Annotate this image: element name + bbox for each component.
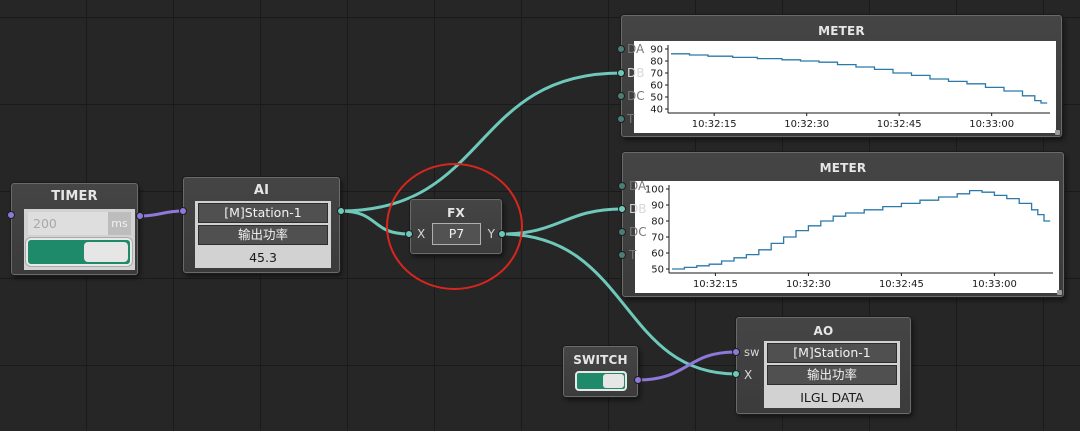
ao-param-field[interactable]: 输出功率 — [767, 365, 897, 385]
wire-switch-ao[interactable] — [635, 350, 738, 382]
meter1-port-t[interactable] — [617, 115, 625, 123]
fx-highlight-circle — [386, 163, 523, 290]
meter2-title: METER — [819, 161, 867, 175]
timer-title: TIMER — [51, 189, 98, 204]
meter1-port-db[interactable] — [617, 69, 625, 77]
meter2-port-t[interactable] — [618, 251, 626, 259]
chart-y-tick-label: 90 — [650, 45, 663, 56]
chart-y-tick-label: 60 — [651, 249, 664, 260]
chart-x-tick-label: 10:32:30 — [784, 119, 829, 130]
chart-y-tick-label: 60 — [650, 81, 663, 92]
chart-y-tick-label: 40 — [650, 105, 663, 116]
timer-output-port[interactable] — [136, 212, 144, 220]
chart-y-tick-label: 70 — [651, 233, 664, 244]
meter1-label-dc: DC — [627, 89, 645, 103]
meter1-port-da[interactable] — [617, 45, 625, 53]
chart-x-tick-label: 10:32:15 — [692, 119, 737, 130]
meter2-port-da[interactable] — [618, 182, 626, 190]
ai-value: 45.3 — [249, 250, 277, 265]
chart-y-tick-label: 90 — [651, 201, 664, 212]
chart-x-tick-label: 10:33:00 — [969, 119, 1014, 130]
ao-x-port[interactable] — [732, 370, 740, 378]
meter2-label-db: DB — [629, 202, 647, 216]
timer-node[interactable]: TIMER 200 ms — [11, 183, 138, 275]
ao-title: AO — [813, 324, 834, 338]
chart-x-tick-label: 10:32:15 — [693, 279, 738, 290]
meter1-label-t: T — [627, 112, 635, 126]
switch-toggle-knob — [603, 374, 624, 388]
chart-y-tick-label: 70 — [650, 69, 663, 80]
meter1-label-db: DB — [627, 66, 645, 80]
ai-title: AI — [253, 183, 270, 198]
meter1-label-da: DA — [627, 42, 645, 56]
wire-fx-ao[interactable] — [500, 232, 738, 376]
meter1-resize-handle[interactable] — [1055, 130, 1060, 135]
meter2-label-da: DA — [629, 179, 647, 193]
ao-sw-label: sw — [744, 345, 760, 359]
chart-x-tick-label: 10:33:00 — [972, 279, 1017, 290]
ai-node[interactable]: AI [M]Station-1 输出功率 45.3 — [183, 177, 340, 273]
timer-toggle-knob — [84, 242, 128, 262]
chart-x-tick-label: 10:32:45 — [879, 279, 924, 290]
meter1-title: METER — [818, 24, 865, 38]
chart-x-tick-label: 10:32:45 — [877, 119, 922, 130]
ao-node[interactable]: AO [M]Station-1 输出功率 ILGL DATA sw X — [736, 317, 911, 414]
ao-value: ILGL DATA — [800, 390, 864, 405]
ai-panel: [M]Station-1 输出功率 45.3 — [195, 201, 331, 268]
ai-param-field[interactable]: 输出功率 — [198, 225, 328, 245]
switch-output-port[interactable] — [634, 376, 642, 384]
meter1-port-dc[interactable] — [617, 92, 625, 100]
chart-y-tick-label: 80 — [651, 217, 664, 228]
timer-unit-label: ms — [108, 212, 131, 235]
switch-toggle[interactable] — [575, 371, 627, 391]
meter2-node[interactable]: METER 100 90 80 70 60 50 10:32:15 10:32:30 10:32… — [622, 152, 1064, 297]
meter2-label-t: T — [629, 248, 637, 262]
chart-y-tick-label: 80 — [650, 57, 663, 68]
ai-station-field[interactable]: [M]Station-1 — [198, 203, 328, 223]
chart-y-tick-label: 50 — [651, 265, 664, 276]
ai-input-port[interactable] — [179, 207, 187, 215]
chart-x-tick-label: 10:32:30 — [786, 279, 831, 290]
meter2-port-dc[interactable] — [618, 228, 626, 236]
meter2-resize-handle[interactable] — [1057, 290, 1062, 295]
timer-interval-value: 200 — [33, 216, 57, 231]
timer-interval-input[interactable]: 200 ms — [28, 212, 131, 235]
chart-plot-area — [635, 181, 1059, 293]
timer-panel: 200 ms — [24, 209, 135, 270]
timer-input-port[interactable] — [7, 211, 15, 219]
switch-title: SWITCH — [573, 353, 628, 367]
chart-y-tick-label: 50 — [650, 93, 663, 104]
ao-x-label: X — [744, 368, 753, 382]
meter2-port-db[interactable] — [618, 205, 626, 213]
timer-toggle[interactable] — [26, 238, 132, 266]
chart-series-line — [671, 53, 1048, 104]
wire-timer-ai[interactable] — [138, 209, 185, 218]
ao-sw-port[interactable] — [732, 348, 740, 356]
ao-station-field[interactable]: [M]Station-1 — [767, 343, 897, 363]
chart-series-line — [672, 189, 1051, 270]
meter2-chart: 100 90 80 70 60 50 10:32:15 10:32:30 10:32:45 10:… — [635, 181, 1059, 293]
meter2-label-dc: DC — [629, 225, 647, 239]
switch-node[interactable]: SWITCH — [563, 346, 638, 397]
ai-output-port[interactable] — [337, 207, 345, 215]
ao-panel: [M]Station-1 输出功率 ILGL DATA — [764, 341, 900, 408]
chart-y-tick-label: 100 — [645, 185, 664, 196]
